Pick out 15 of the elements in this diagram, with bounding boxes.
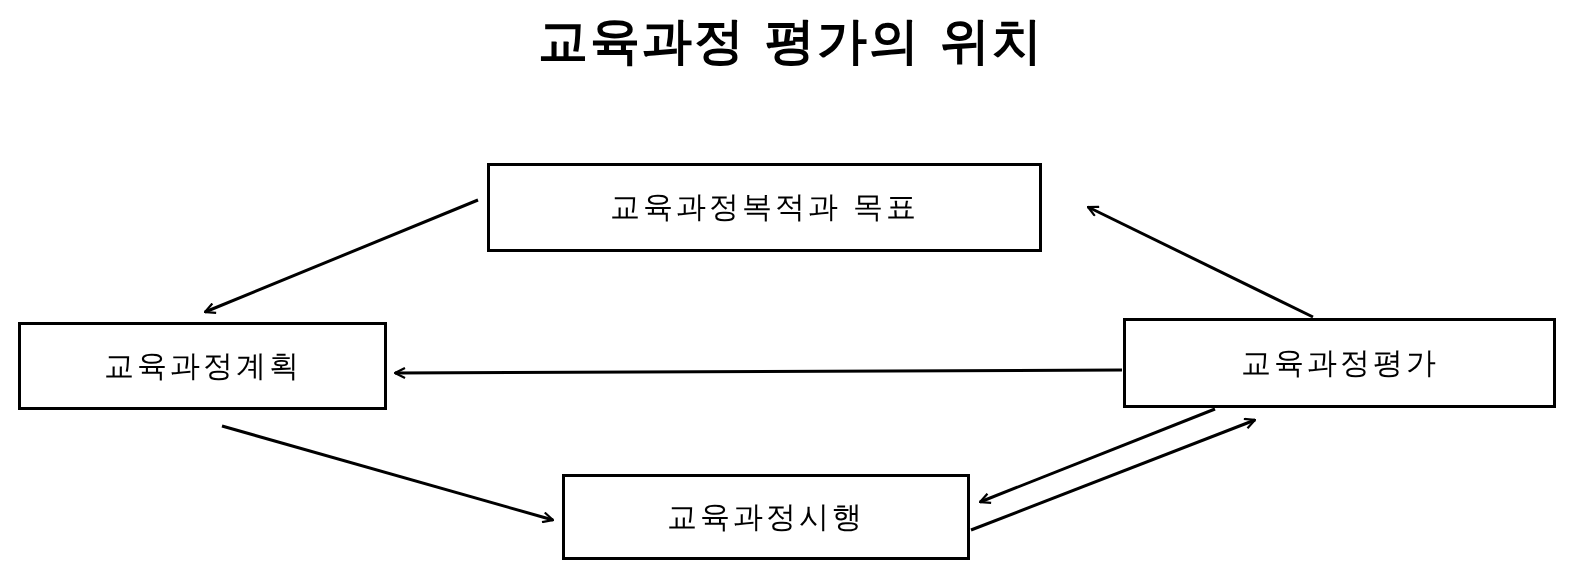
process-box [562, 474, 970, 560]
arrow [978, 407, 1216, 505]
arrow [203, 198, 479, 314]
node-label: 교육과정계획 [103, 346, 302, 385]
node-label: 교육과정평가 [1240, 343, 1439, 382]
diagram-title: 교육과정 평가의 위치 [536, 11, 1046, 72]
process-box [18, 322, 387, 410]
arrow [221, 424, 555, 524]
arrow [393, 366, 1122, 380]
process-box [1123, 318, 1556, 408]
node-label: 교육과정시행 [667, 497, 865, 536]
process-box [487, 163, 1042, 252]
arrow [970, 417, 1257, 532]
node-label: 교육과정복적과 목표 [609, 188, 920, 226]
arrow [1086, 205, 1314, 319]
